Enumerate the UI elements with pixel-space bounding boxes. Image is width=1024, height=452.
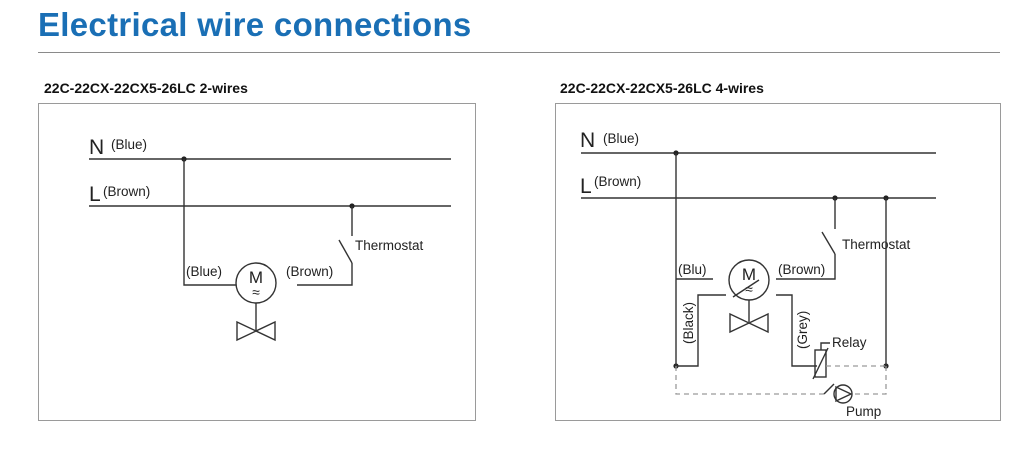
valve-icon [236, 320, 276, 342]
title-divider [38, 52, 1000, 53]
black-wire-label: (Black) [681, 302, 696, 344]
relay-leader [820, 342, 830, 350]
thermostat-switch-icon [821, 231, 836, 255]
pump-arrow-icon [835, 385, 853, 403]
motor-switch-icon [732, 279, 760, 298]
neutral-color-label: (Blue) [603, 131, 639, 146]
motor-right-wire-label: (Brown) [286, 264, 333, 279]
grey-wire-label: (Grey) [795, 311, 810, 349]
wiring-schematic-4-wires: N (Blue) L (Brown) (Black) (Grey) Thermo… [580, 129, 936, 419]
relay-diagonal [812, 347, 829, 380]
control-circuit-dashed [675, 366, 824, 395]
wiring-diagram-4-wires: N (Blue) L (Brown) (Black) (Grey) Thermo… [555, 103, 1001, 421]
motor-symbol: M [742, 265, 756, 284]
neutral-letter: N [89, 136, 104, 159]
valve-icon [729, 312, 769, 334]
neutral-letter: N [580, 129, 595, 152]
motor-left-wire-label: (Blu) [678, 262, 707, 277]
wiring-diagram-2-wires: N (Blue) L (Brown) Thermostat M ≈ (Blue)… [38, 103, 476, 421]
neutral-color-label: (Blue) [111, 137, 147, 152]
motor-tilde: ≈ [252, 284, 260, 300]
wiring-schematic-2-wires: N (Blue) L (Brown) Thermostat M ≈ (Blue)… [89, 136, 451, 342]
motor-blue-wire [675, 153, 726, 367]
live-letter: L [580, 175, 592, 198]
relay-label: Relay [832, 335, 867, 350]
motor-tilde: ≈ [745, 281, 753, 297]
live-letter: L [89, 183, 101, 206]
live-color-label: (Brown) [594, 174, 641, 189]
diagram-heading-4-wires: 22C-22CX-22CX5-26LC 4-wires [560, 80, 764, 96]
live-color-label: (Brown) [103, 184, 150, 199]
page-title: Electrical wire connections [38, 6, 472, 43]
thermostat-label: Thermostat [355, 238, 424, 253]
relay-contact-icon [823, 383, 835, 395]
motor-symbol: M [249, 268, 263, 287]
motor-brown-wire [776, 254, 836, 280]
grey-wire [776, 294, 817, 367]
motor-left-wire-label: (Blue) [186, 264, 222, 279]
thermostat-label: Thermostat [842, 237, 911, 252]
pump-label: Pump [846, 404, 881, 419]
thermostat-switch-icon [338, 239, 353, 264]
motor-brown-wire [297, 263, 353, 286]
motor-blue-wire [183, 159, 236, 286]
motor-right-wire-label: (Brown) [778, 262, 825, 277]
diagram-heading-2-wires: 22C-22CX-22CX5-26LC 2-wires [44, 80, 248, 96]
control-circuit-dashed [852, 366, 887, 395]
